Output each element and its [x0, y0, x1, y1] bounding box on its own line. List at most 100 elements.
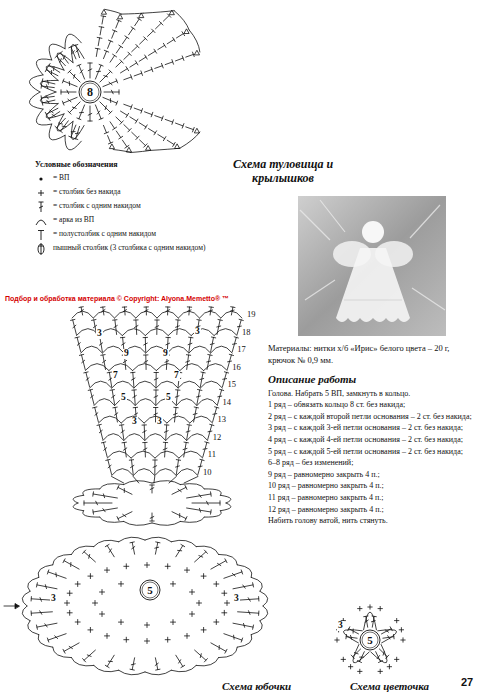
stitch-symbol — [110, 389, 114, 391]
stitch-symbol — [80, 310, 83, 312]
stitch-symbol — [103, 360, 106, 362]
stitch-symbol — [55, 55, 58, 58]
chain-arch — [57, 114, 73, 131]
stitch-symbol — [353, 649, 361, 657]
stitch-symbol — [60, 59, 61, 63]
stitch-symbol — [252, 583, 254, 587]
row-number: 3 — [96, 329, 103, 339]
chain-arch — [143, 11, 174, 14]
stitch-symbol — [218, 319, 222, 321]
stitch-symbol — [109, 549, 111, 552]
stitch-symbol — [366, 616, 368, 627]
stitch-symbol — [87, 655, 91, 657]
stitch-symbol — [379, 661, 383, 663]
chain-arch — [40, 80, 58, 92]
stitch-symbol — [150, 517, 154, 519]
chain-arch — [105, 9, 122, 14]
stitch-symbol — [112, 31, 115, 38]
stitch-symbol — [130, 117, 137, 121]
stitch-symbol — [120, 121, 123, 125]
chain-arch — [94, 666, 119, 672]
row-number: 10 — [203, 468, 212, 478]
stitch-symbol — [40, 598, 42, 602]
stitch-symbol — [45, 624, 47, 627]
ring-circle: 8 — [78, 80, 102, 104]
chain-arch — [90, 381, 112, 388]
plus-stitch — [41, 190, 42, 196]
stitch-symbol — [154, 390, 158, 391]
stitch-symbol — [63, 56, 65, 60]
stitch-symbol — [84, 650, 95, 660]
stitch-symbol — [188, 343, 192, 344]
row-number: 14 — [223, 398, 232, 408]
chain-arch — [49, 124, 65, 140]
stitch-symbol — [207, 361, 211, 362]
stitch-symbol — [258, 611, 259, 615]
stitch-symbol — [83, 550, 86, 553]
instruction-line: 10 ряд – равномерно закрыть 4 п.; — [268, 480, 476, 492]
stitch-symbol — [124, 77, 132, 80]
chain-arch — [378, 630, 397, 643]
stitch-symbol — [98, 38, 99, 46]
stitch-symbol — [189, 337, 193, 339]
stitch-symbol — [76, 45, 80, 58]
stitch-symbol — [220, 389, 224, 390]
stitch-symbol — [205, 442, 209, 443]
stitch-symbol — [220, 501, 221, 505]
legend-row: = столбик с одним накидом — [35, 201, 210, 213]
stitch-symbol — [135, 320, 137, 335]
chain-arch — [156, 364, 180, 371]
half-stitch — [38, 230, 44, 231]
stitch-symbol — [42, 79, 43, 83]
stitch-symbol — [97, 37, 102, 39]
stitch-symbol — [105, 544, 109, 546]
chain-arch — [71, 44, 84, 62]
stitch-symbol — [120, 337, 124, 338]
stitch-symbol — [155, 390, 156, 405]
stitch-symbol — [81, 307, 83, 315]
chain-arch — [124, 522, 152, 526]
stitch-symbol — [238, 612, 259, 613]
stitch-symbol — [153, 466, 157, 468]
stitch-symbol — [75, 132, 79, 134]
stitch-symbol — [144, 354, 148, 355]
stitch-symbol — [192, 612, 193, 617]
legend-symbol — [35, 173, 51, 185]
stitch-symbol — [132, 46, 138, 52]
chain-arch — [46, 104, 64, 119]
stitch-symbol — [104, 448, 107, 451]
stitch-symbol — [364, 616, 368, 618]
chain-arch — [145, 670, 171, 675]
legend-text: = ВП — [53, 173, 70, 183]
stitch-symbol — [158, 45, 165, 49]
stitch-symbol — [145, 125, 148, 129]
stitch-symbol — [359, 606, 360, 610]
angel-photo — [298, 196, 446, 336]
stitch-symbol — [137, 18, 141, 21]
row-number: 9 — [162, 349, 169, 359]
ring-number: 8 — [78, 86, 102, 98]
stitch-symbol — [134, 413, 138, 415]
photo-detail — [344, 300, 402, 301]
stitch-symbol — [204, 659, 207, 662]
stitch-symbol — [132, 547, 135, 549]
stitch-symbol — [388, 636, 390, 639]
stitch-symbol — [129, 459, 133, 461]
stitch-symbol — [124, 125, 130, 131]
stitch-symbol — [97, 424, 101, 425]
stitch-symbol — [377, 656, 380, 659]
stitch-symbol — [108, 460, 112, 475]
stitch-symbol — [47, 570, 48, 574]
stitch-symbol — [177, 34, 184, 38]
stitch-symbol — [164, 443, 166, 458]
stitch-symbol — [186, 354, 190, 356]
stitch-symbol — [147, 563, 148, 568]
stitch-symbol — [117, 517, 119, 521]
stitch-symbol — [145, 112, 153, 115]
chain-arch — [237, 635, 252, 648]
stitch-symbol — [143, 431, 147, 433]
stitch-symbol — [48, 64, 50, 68]
stitch-symbol — [101, 306, 105, 308]
legend-symbol — [35, 201, 51, 213]
stitch-symbol — [139, 57, 146, 61]
